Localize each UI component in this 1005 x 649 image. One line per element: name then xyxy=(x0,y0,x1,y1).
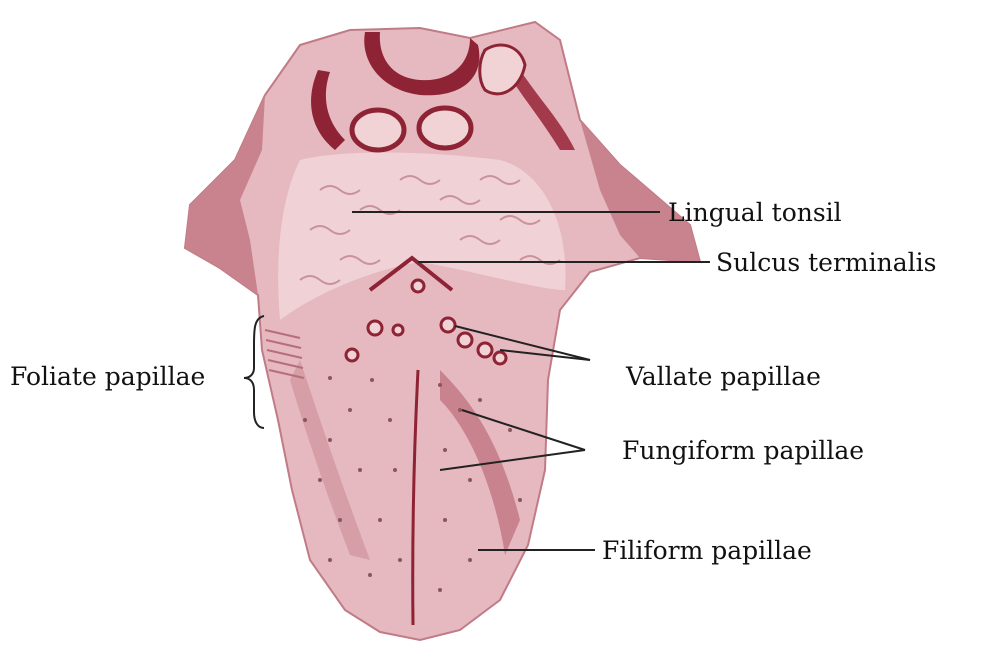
label-foliate-papillae: Foliate papillae xyxy=(10,364,205,389)
label-fungiform-papillae: Fungiform papillae xyxy=(622,438,864,463)
label-sulcus-terminalis: Sulcus terminalis xyxy=(716,250,936,275)
label-lingual-tonsil: Lingual tonsil xyxy=(668,200,842,225)
left-tonsil-ring xyxy=(352,110,404,150)
right-tonsil-ring xyxy=(419,108,471,148)
label-vallate-papillae: Vallate papillae xyxy=(626,364,821,389)
label-filiform-papillae: Filiform papillae xyxy=(602,538,812,563)
